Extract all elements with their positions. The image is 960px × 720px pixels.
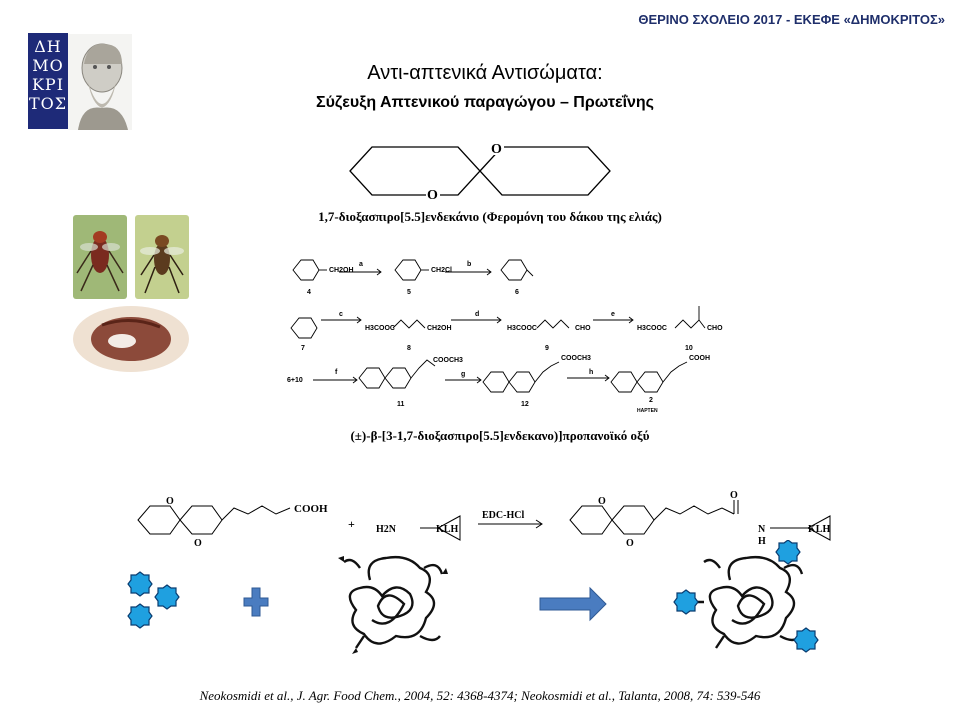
compound-number: 6	[515, 289, 519, 296]
conjugate-protein-icon	[696, 555, 804, 649]
logo-line: ΜΟ	[32, 56, 64, 75]
conjugation-reaction: O O COOH + H2N KLH EDC-HCl O O O N H KLH	[137, 490, 831, 549]
step-label: b	[467, 261, 471, 268]
step-label: g	[461, 371, 465, 378]
ring-structure	[292, 259, 320, 281]
klh-protein-icon	[343, 555, 444, 649]
ring-structure	[508, 371, 536, 393]
hapten-molecule-icon	[127, 603, 153, 629]
carbonyl-oxygen-label: O	[730, 490, 738, 501]
ring-structure	[179, 505, 223, 535]
step-label: a	[359, 261, 363, 268]
olive-fly-photo	[135, 215, 189, 299]
compound-number: 2	[649, 397, 653, 404]
ring-structure	[482, 371, 510, 393]
olive-larva-photo	[73, 306, 189, 372]
group-label: H3COOC	[507, 325, 537, 332]
step-label: h	[589, 369, 593, 376]
compound-number: 11	[397, 401, 405, 408]
hapten-molecule-icon	[775, 540, 801, 565]
ring-structure	[636, 371, 664, 393]
hapten-molecule-icon	[673, 589, 699, 615]
compound-number: 9	[545, 345, 549, 352]
ring-structure	[290, 317, 318, 339]
slide-subtitle: Σύζευξη Απτενικού παραγώγου – Πρωτεΐνης	[316, 94, 654, 111]
oxygen-atom-label: O	[598, 496, 606, 507]
group-label: H3COOC	[637, 325, 667, 332]
oxygen-atom-label: O	[491, 142, 502, 157]
compound-number: 8	[407, 345, 411, 352]
step-label: e	[611, 311, 615, 318]
amide-hydrogen-label: H	[758, 536, 766, 547]
klh-triangle	[806, 515, 831, 541]
ring-structure	[500, 259, 528, 281]
ring-structure	[384, 367, 412, 389]
compound-number: 12	[521, 401, 529, 408]
amide-nitrogen-label: N	[758, 524, 766, 535]
ring-structure	[137, 505, 181, 535]
group-label: COOCH3	[433, 357, 463, 364]
header-title: ΘΕΡΙΝΟ ΣΧΟΛΕΙΟ 2017 - ΕΚΕΦΕ «ΔΗΜΟΚΡΙΤΟΣ»	[638, 12, 945, 27]
compound-number: 5	[407, 289, 411, 296]
amine-label: H2N	[376, 524, 397, 535]
logo-line: ΤΟΣ	[28, 94, 68, 113]
citation: Neokosmidi et al., J. Agr. Food Chem., 2…	[199, 688, 761, 703]
plus-sign: +	[348, 517, 355, 531]
oxygen-atom-label: O	[166, 496, 174, 507]
step-label: d	[475, 311, 479, 318]
ring-structure	[569, 505, 613, 535]
group-label: COOH	[689, 355, 710, 362]
ring-structure	[394, 259, 422, 281]
slide-title: Αντι-απτενικά Αντισώματα:	[367, 62, 603, 84]
reagent-label: EDC-HCl	[482, 510, 524, 521]
logo-line: ΔΗ	[34, 37, 62, 56]
pheromone-caption: 1,7-διοξασπιρο[5.5]ενδεκάνιο (Φερομόνη τ…	[318, 209, 662, 224]
step-label: c	[339, 311, 343, 318]
hapten-caption: (±)-β-[3-1,7-διοξασπιρο[5.5]ενδεκανο)]πρ…	[350, 428, 650, 443]
klh-label: KLH	[436, 524, 458, 535]
synthesis-scheme: CH2OH a CH2Cl b 4 5 6 c H3COOC CH2OH d H…	[287, 259, 723, 414]
group-label: H3COOC	[365, 325, 395, 332]
group-label: CH2OH	[427, 325, 452, 332]
hapten-molecule-icon	[154, 584, 180, 610]
ring-structure	[358, 367, 386, 389]
compound-number: 10	[685, 345, 693, 352]
klh-label: KLH	[808, 524, 830, 535]
hapten-molecule-icon	[793, 627, 819, 653]
democritus-logo: ΔΗ ΜΟ ΚΡΙ ΤΟΣ	[28, 33, 68, 129]
conjugation-illustration	[127, 540, 819, 654]
hapten-molecule-icon	[127, 571, 153, 597]
democritus-bust-image	[68, 34, 132, 130]
compound-number: 4	[307, 289, 311, 296]
mixture-label: 6+10	[287, 377, 303, 384]
pheromone-structure: O O	[349, 139, 611, 203]
step-label: f	[335, 369, 338, 376]
logo-line: ΚΡΙ	[31, 75, 65, 94]
process-arrow-icon	[539, 586, 607, 622]
cooh-label: COOH	[294, 503, 328, 515]
oxygen-atom-label: O	[427, 188, 438, 203]
hapten-label: ΗΑΡΤΕΝ	[637, 408, 658, 414]
group-label: COOCH3	[561, 355, 591, 362]
group-label: CHO	[575, 325, 591, 332]
ring-structure	[610, 371, 638, 393]
oxygen-atom-label: O	[626, 538, 634, 549]
group-label: CHO	[707, 325, 723, 332]
group-label: CH2OH	[329, 267, 354, 274]
olive-fly-photo	[73, 215, 127, 299]
ring-structure	[611, 505, 655, 535]
plus-icon	[243, 587, 269, 617]
oxygen-atom-label: O	[194, 538, 202, 549]
klh-triangle	[436, 515, 461, 541]
group-label: CH2Cl	[431, 267, 452, 274]
compound-number: 7	[301, 345, 305, 352]
